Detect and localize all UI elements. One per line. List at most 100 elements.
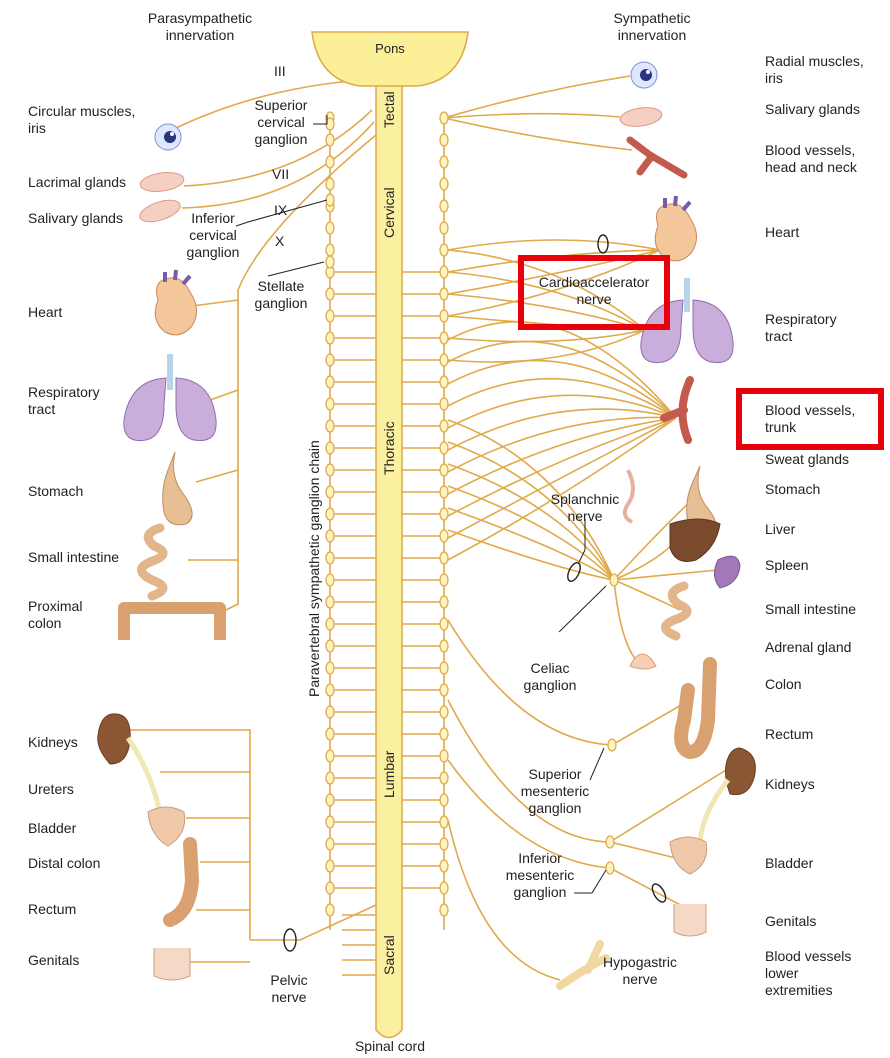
sympathetic-header: Sympathetic innervation [592,10,712,44]
right-chain-ganglion [440,442,448,454]
right-chain-ganglion [440,178,448,190]
cervical-label: Cervical [381,187,397,238]
right-chain-ganglion [440,838,448,850]
right-chain-ganglion [440,244,448,256]
left-chain-ganglion [326,574,334,586]
lumbar-label: Lumbar [381,751,397,798]
genitals-right-icon [674,904,706,936]
left-chain-ganglion [326,464,334,476]
vagus-heart [192,300,238,306]
tectal-label: Tectal [381,91,397,128]
superior-mesenteric-ganglion-label: Superior mesenteric ganglion [510,766,600,817]
right-chain-ganglion [440,200,448,212]
left-chain-ganglion [326,442,334,454]
ganglion-chain-label: Paravertebral sympathetic ganglion chain [306,440,322,697]
right-organ-stomach: Stomach [765,481,820,498]
lacrimal-gland-icon [139,170,185,194]
pons-label: Pons [360,40,420,57]
superior-cervical-ganglion-label: Superior cervical ganglion [248,97,314,148]
left-organ-lacrimal: Lacrimal glands [28,174,126,191]
colon-rectum-right-icon [681,664,710,752]
left-organ-distal-colon: Distal colon [28,855,100,872]
symp-vessels-head [444,118,632,150]
left-organ-bladder: Bladder [28,820,76,837]
proximal-colon-icon [124,608,220,640]
inferior-cervical-node [326,194,334,206]
left-chain-ganglion [326,750,334,762]
right-organ-rectum: Rectum [765,726,813,743]
right-chain-ganglion [440,310,448,322]
right-organ-sweat: Sweat glands [765,451,849,468]
left-organ-proximal-colon: Proximal colon [28,598,82,632]
symp-lung [448,330,645,342]
sacral-label: Sacral [381,935,397,975]
left-organ-respiratory: Respiratory tract [28,384,100,418]
right-organ-vessels-head: Blood vessels, head and neck [765,142,857,176]
left-organ-stomach: Stomach [28,483,83,500]
splanchnic-nerve-label: Splanchnic nerve [540,491,630,525]
left-chain-ganglion [326,530,334,542]
bladder-left-icon [148,807,185,846]
superior-mesenteric-node [608,739,616,751]
right-chain-ganglion [440,728,448,740]
right-chain-ganglion [440,464,448,476]
right-chain-ganglion [440,222,448,234]
kidney-right-icon [725,748,755,795]
right-chain-ganglion [440,706,448,718]
left-chain-ganglion [326,794,334,806]
left-chain-ganglion [326,882,334,894]
left-organ-kidneys: Kidneys [28,734,78,751]
right-chain-ganglion [440,552,448,564]
right-chain-ganglion [440,882,448,894]
right-organ-adrenal: Adrenal gland [765,639,851,656]
heart-left-icon [155,270,196,335]
right-chain-ganglion [440,156,448,168]
right-chain-ganglion [440,596,448,608]
right-chain-ganglion [440,574,448,586]
right-organ-colon: Colon [765,676,802,693]
left-chain-ganglion [326,222,334,234]
left-organ-salivary: Salivary glands [28,210,123,227]
celiac-ganglion-node [610,574,618,586]
spinal-cord-label: Spinal cord [330,1038,450,1055]
right-chain-ganglion [440,420,448,432]
right-organ-spleen: Spleen [765,557,809,574]
right-organ-radial-iris: Radial muscles, iris [765,53,864,87]
right-chain-ganglion [440,354,448,366]
vessels-trunk-highlight [736,388,884,450]
cranial-nerve-iii: III [274,63,286,80]
stellate-node [326,256,334,268]
pelvic-trunk [250,905,376,940]
right-organ-salivary: Salivary glands [765,101,860,118]
right-chain-ganglion [440,332,448,344]
left-chain-ganglion [326,354,334,366]
right-organ-heart: Heart [765,224,799,241]
inf-mesenteric-bladder [610,842,676,858]
cardioaccelerator-marker [598,235,608,253]
right-chain-ganglion [440,530,448,542]
splanchnic [448,530,614,580]
right-chain-ganglion [440,640,448,652]
left-chain-ganglion [326,244,334,256]
right-organ-respiratory: Respiratory tract [765,311,837,345]
left-chain-ganglion [326,596,334,608]
right-chain-ganglion [440,772,448,784]
symp-salivary [444,114,620,118]
symp-trunk [448,361,676,418]
parasympathetic-header: Parasympathetic innervation [140,10,260,44]
right-chain-ganglion [440,134,448,146]
right-chain-ganglion [440,750,448,762]
left-organ-genitals: Genitals [28,952,79,969]
right-organ-small-intestine: Small intestine [765,601,856,618]
left-chain-ganglion [326,420,334,432]
left-chain-ganglion [326,640,334,652]
ureter-right-icon [700,780,728,840]
right-chain-ganglion [440,266,448,278]
symp-iris [444,76,630,118]
right-chain-ganglion [440,398,448,410]
right-chain-ganglion [440,816,448,828]
right-chain-ganglion [440,860,448,872]
blood-vessel-head-icon [630,140,684,175]
pelvic-nerve-label: Pelvic nerve [254,972,324,1006]
inferior-cervical-ganglion-label: Inferior cervical ganglion [180,210,246,261]
